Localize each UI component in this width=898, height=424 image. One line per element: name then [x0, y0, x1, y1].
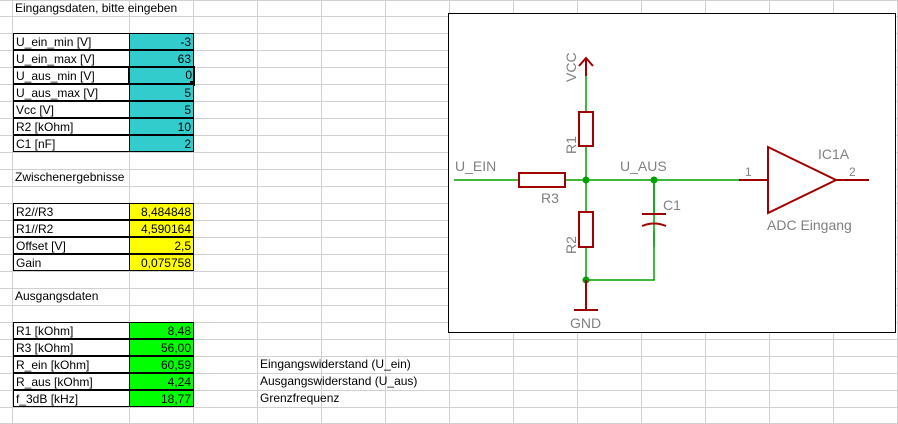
circuit-schematic[interactable]: VCC U_EIN U_AUS R1 R3 R2 C1 GND IC1A 1 2… [448, 13, 896, 333]
input-value-u-aus-min[interactable]: 0 [128, 66, 195, 85]
output-note-f3db[interactable]: Grenzfrequenz [260, 391, 340, 405]
schematic-label-gnd: GND [570, 315, 601, 331]
input-label-u-ein-min[interactable]: U_ein_min [V] [13, 33, 130, 50]
input-label-u-aus-min[interactable]: U_aus_min [V] [13, 67, 130, 84]
input-value-r2[interactable]: 10 [129, 118, 194, 135]
intermediate-value-offset[interactable]: 2,5 [129, 237, 194, 254]
schematic-label-u-ein: U_EIN [455, 158, 496, 174]
output-section-title: Ausgangsdaten [15, 289, 99, 303]
output-value-r1[interactable]: 8,48 [129, 322, 194, 339]
output-value-r-aus[interactable]: 4,24 [129, 373, 194, 390]
output-label-r3[interactable]: R3 [kOhm] [13, 339, 130, 356]
schematic-label-r3: R3 [541, 190, 559, 206]
input-value-vcc[interactable]: 5 [129, 101, 194, 118]
schematic-label-pin2: 2 [849, 165, 856, 179]
intermediate-label-gain[interactable]: Gain [13, 254, 130, 271]
input-value-u-aus-max[interactable]: 5 [129, 84, 194, 101]
schematic-label-pin1: 1 [745, 165, 752, 179]
schematic-label-adc: ADC Eingang [767, 217, 852, 233]
output-value-r-ein[interactable]: 60,59 [129, 356, 194, 373]
fill-handle[interactable] [190, 81, 195, 86]
output-label-f3db[interactable]: f_3dB [kHz] [13, 390, 130, 407]
schematic-label-vcc: VCC [563, 52, 579, 82]
schematic-label-ic1a: IC1A [818, 146, 850, 162]
intermediate-section-title: Zwischenergebnisse [15, 170, 125, 184]
intermediate-label-r1-r2[interactable]: R1//R2 [13, 220, 130, 237]
schematic-label-r2: R2 [563, 236, 579, 254]
intermediate-value-r2-r3[interactable]: 8,484848 [129, 203, 194, 220]
intermediate-label-offset[interactable]: Offset [V] [13, 237, 130, 254]
intermediate-value-gain[interactable]: 0,075758 [129, 254, 194, 271]
input-section-title: Eingangsdaten, bitte eingeben [15, 1, 178, 15]
input-label-r2[interactable]: R2 [kOhm] [13, 118, 130, 135]
output-label-r-aus[interactable]: R_aus [kOhm] [13, 373, 130, 390]
input-value-u-ein-max[interactable]: 63 [129, 50, 194, 67]
output-note-r-aus[interactable]: Ausgangswiderstand (U_aus) [260, 374, 418, 388]
schematic-label-u-aus: U_AUS [620, 158, 667, 174]
schematic-label-c1: C1 [663, 197, 681, 213]
output-note-r-ein[interactable]: Eingangswiderstand (U_ein) [260, 357, 411, 371]
output-label-r1[interactable]: R1 [kOhm] [13, 322, 130, 339]
schematic-label-r1: R1 [563, 136, 579, 154]
intermediate-label-r2-r3[interactable]: R2//R3 [13, 203, 130, 220]
output-label-r-ein[interactable]: R_ein [kOhm] [13, 356, 130, 373]
intermediate-value-r1-r2[interactable]: 4,590164 [129, 220, 194, 237]
input-label-u-aus-max[interactable]: U_aus_max [V] [13, 84, 130, 101]
input-value-c1[interactable]: 2 [129, 135, 194, 152]
input-value-u-ein-min[interactable]: -3 [129, 33, 194, 50]
output-value-r3[interactable]: 56,00 [129, 339, 194, 356]
input-label-vcc[interactable]: Vcc [V] [13, 101, 130, 118]
input-label-c1[interactable]: C1 [nF] [13, 135, 130, 152]
output-value-f3db[interactable]: 18,77 [129, 390, 194, 407]
input-label-u-ein-max[interactable]: U_ein_max [V] [13, 50, 130, 67]
